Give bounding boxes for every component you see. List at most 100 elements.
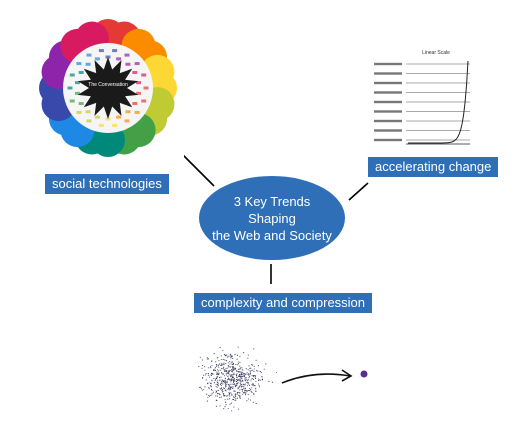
cloud-point — [248, 365, 250, 367]
cloud-point — [259, 379, 261, 381]
cloud-point — [232, 363, 234, 366]
cloud-point — [202, 377, 204, 379]
cloud-point — [251, 391, 253, 393]
cloud-point — [231, 371, 233, 373]
cloud-point — [242, 374, 244, 376]
cloud-point — [234, 393, 236, 395]
cloud-point — [242, 376, 244, 378]
cloud-point — [227, 372, 229, 374]
cloud-point — [240, 373, 242, 376]
cloud-point — [217, 370, 220, 372]
cloud-point — [234, 390, 236, 392]
cloud-point — [235, 384, 237, 386]
cloud-point — [244, 383, 246, 385]
cloud-point — [223, 394, 225, 396]
cloud-point — [217, 385, 219, 387]
cloud-point — [243, 373, 245, 375]
prism-logo — [124, 119, 130, 123]
cloud-point — [233, 366, 235, 369]
cloud-point — [208, 387, 210, 389]
compressed-dot — [360, 370, 368, 378]
cloud-point — [211, 380, 213, 382]
cloud-point — [210, 385, 212, 387]
cloud-point — [240, 379, 242, 381]
cloud-point — [272, 381, 274, 383]
cloud-point — [209, 382, 211, 384]
cloud-point — [216, 399, 218, 402]
cloud-point — [244, 378, 246, 380]
cloud-point — [220, 384, 222, 386]
cloud-point — [219, 405, 221, 407]
cloud-point — [227, 371, 229, 373]
cloud-point — [268, 380, 270, 382]
cloud-point — [216, 373, 218, 375]
cloud-point — [203, 388, 205, 390]
cloud-point — [252, 383, 254, 385]
cloud-point — [212, 391, 215, 393]
cloud-point — [243, 375, 245, 377]
cloud-point — [235, 385, 237, 387]
cloud-point — [220, 364, 222, 366]
cloud-point — [221, 372, 223, 375]
cloud-point — [219, 363, 221, 365]
cloud-point — [231, 374, 233, 376]
growth-tick-label — [374, 72, 402, 75]
cloud-point — [231, 379, 233, 381]
cloud-point — [237, 368, 239, 370]
cloud-point — [201, 367, 203, 369]
cloud-point — [219, 346, 221, 348]
cloud-point — [225, 382, 227, 384]
cloud-point — [220, 396, 222, 398]
cloud-point — [227, 375, 229, 378]
prism-core-title: The Conversation — [88, 82, 128, 88]
conversation-prism-image: The Conversation — [32, 14, 184, 162]
prism-logo — [76, 62, 82, 66]
cloud-point — [233, 381, 235, 383]
cloud-point — [228, 366, 230, 368]
cloud-point — [207, 396, 209, 398]
cloud-point — [239, 380, 241, 382]
cloud-point — [237, 382, 239, 384]
cloud-point — [241, 388, 244, 391]
cloud-point — [229, 398, 231, 400]
cloud-point — [251, 364, 253, 366]
cloud-point — [222, 390, 224, 392]
cloud-point — [252, 401, 254, 403]
cloud-point — [235, 381, 237, 383]
cloud-point — [251, 384, 253, 386]
cloud-point — [201, 389, 203, 391]
cloud-point — [226, 378, 228, 380]
cloud-point — [246, 400, 248, 402]
cloud-point — [235, 398, 237, 400]
cloud-point — [231, 355, 233, 357]
cloud-point — [239, 389, 241, 391]
cloud-point — [255, 391, 257, 393]
cloud-point — [255, 403, 257, 405]
prism-logo — [94, 115, 100, 119]
cloud-point — [227, 408, 229, 410]
prism-star-shape — [77, 57, 139, 119]
cloud-point — [205, 379, 207, 381]
cloud-point — [227, 356, 229, 358]
cloud-point — [237, 371, 239, 373]
cloud-point — [236, 358, 238, 360]
cloud-point — [249, 375, 251, 377]
cloud-point — [216, 395, 218, 397]
prism-logo — [124, 53, 130, 57]
arrow-head — [341, 369, 353, 382]
cloud-point — [226, 369, 228, 372]
central-topic-line1: 3 Key Trends Shaping — [233, 193, 311, 226]
cloud-point — [234, 395, 236, 397]
cloud-point — [207, 383, 209, 385]
cloud-point — [226, 372, 228, 375]
cloud-point — [217, 369, 219, 371]
cloud-point — [242, 393, 244, 395]
cloud-point — [246, 385, 248, 387]
cloud-point — [205, 372, 207, 375]
cloud-point — [218, 377, 221, 379]
cloud-point — [236, 377, 238, 379]
cloud-point — [240, 372, 242, 374]
cloud-point — [212, 373, 214, 375]
cloud-point — [225, 370, 227, 372]
cloud-point — [244, 389, 246, 391]
